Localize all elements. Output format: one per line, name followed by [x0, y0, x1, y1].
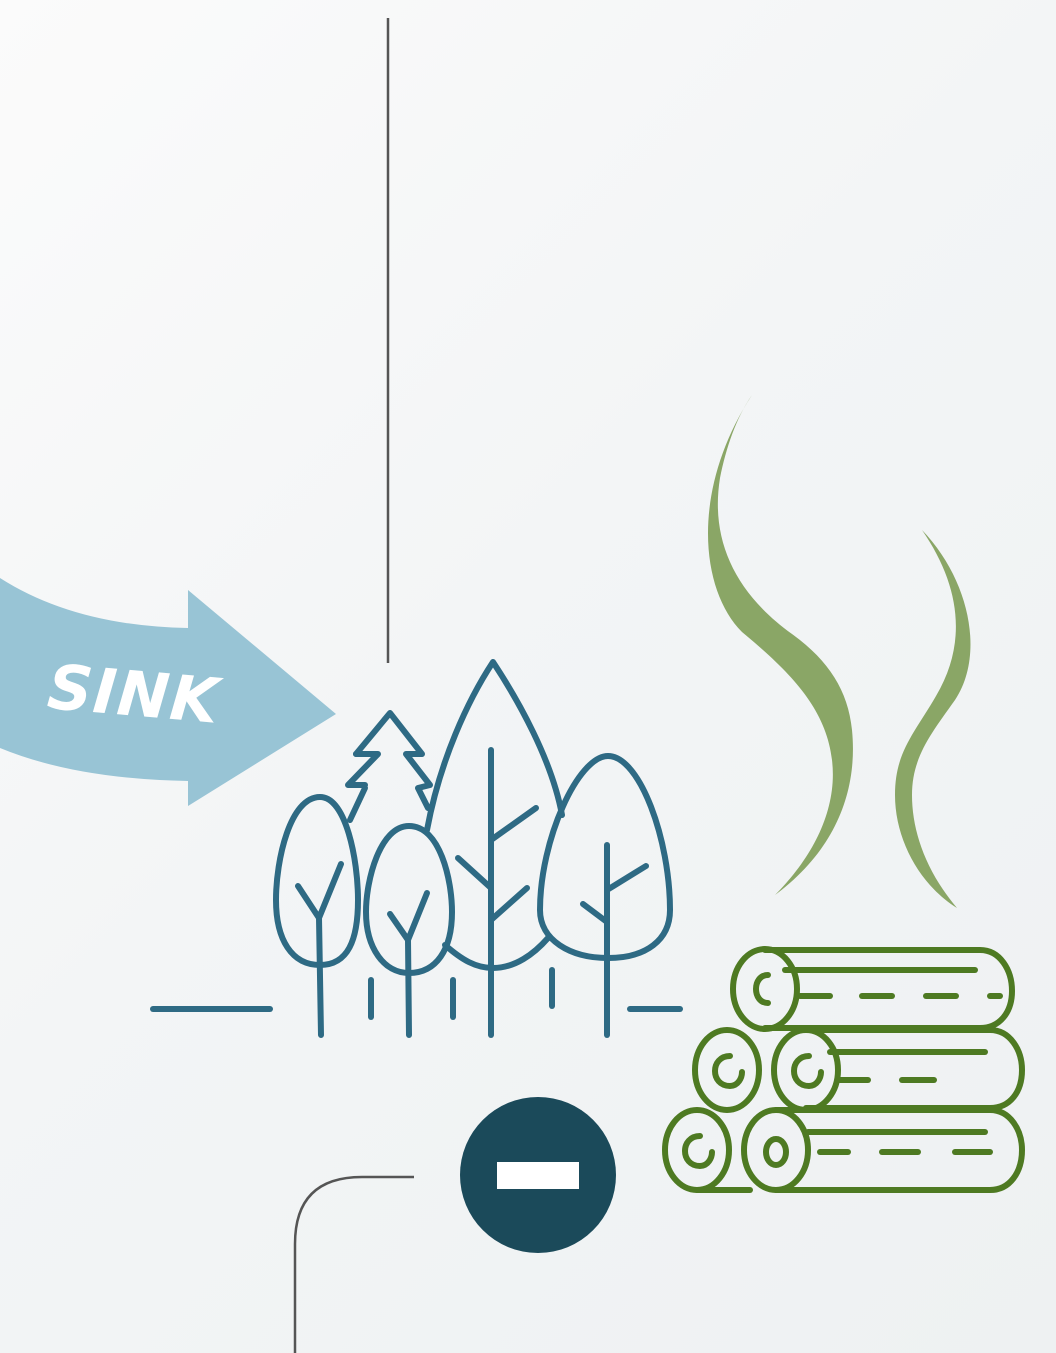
log-pile-icon: [665, 949, 1022, 1190]
bottom-connector-line: [295, 1177, 414, 1353]
minus-bar: [497, 1162, 579, 1189]
sink-label: SINK: [45, 656, 221, 733]
smoke-icon: [708, 395, 970, 908]
minus-circle-icon: [460, 1097, 616, 1253]
